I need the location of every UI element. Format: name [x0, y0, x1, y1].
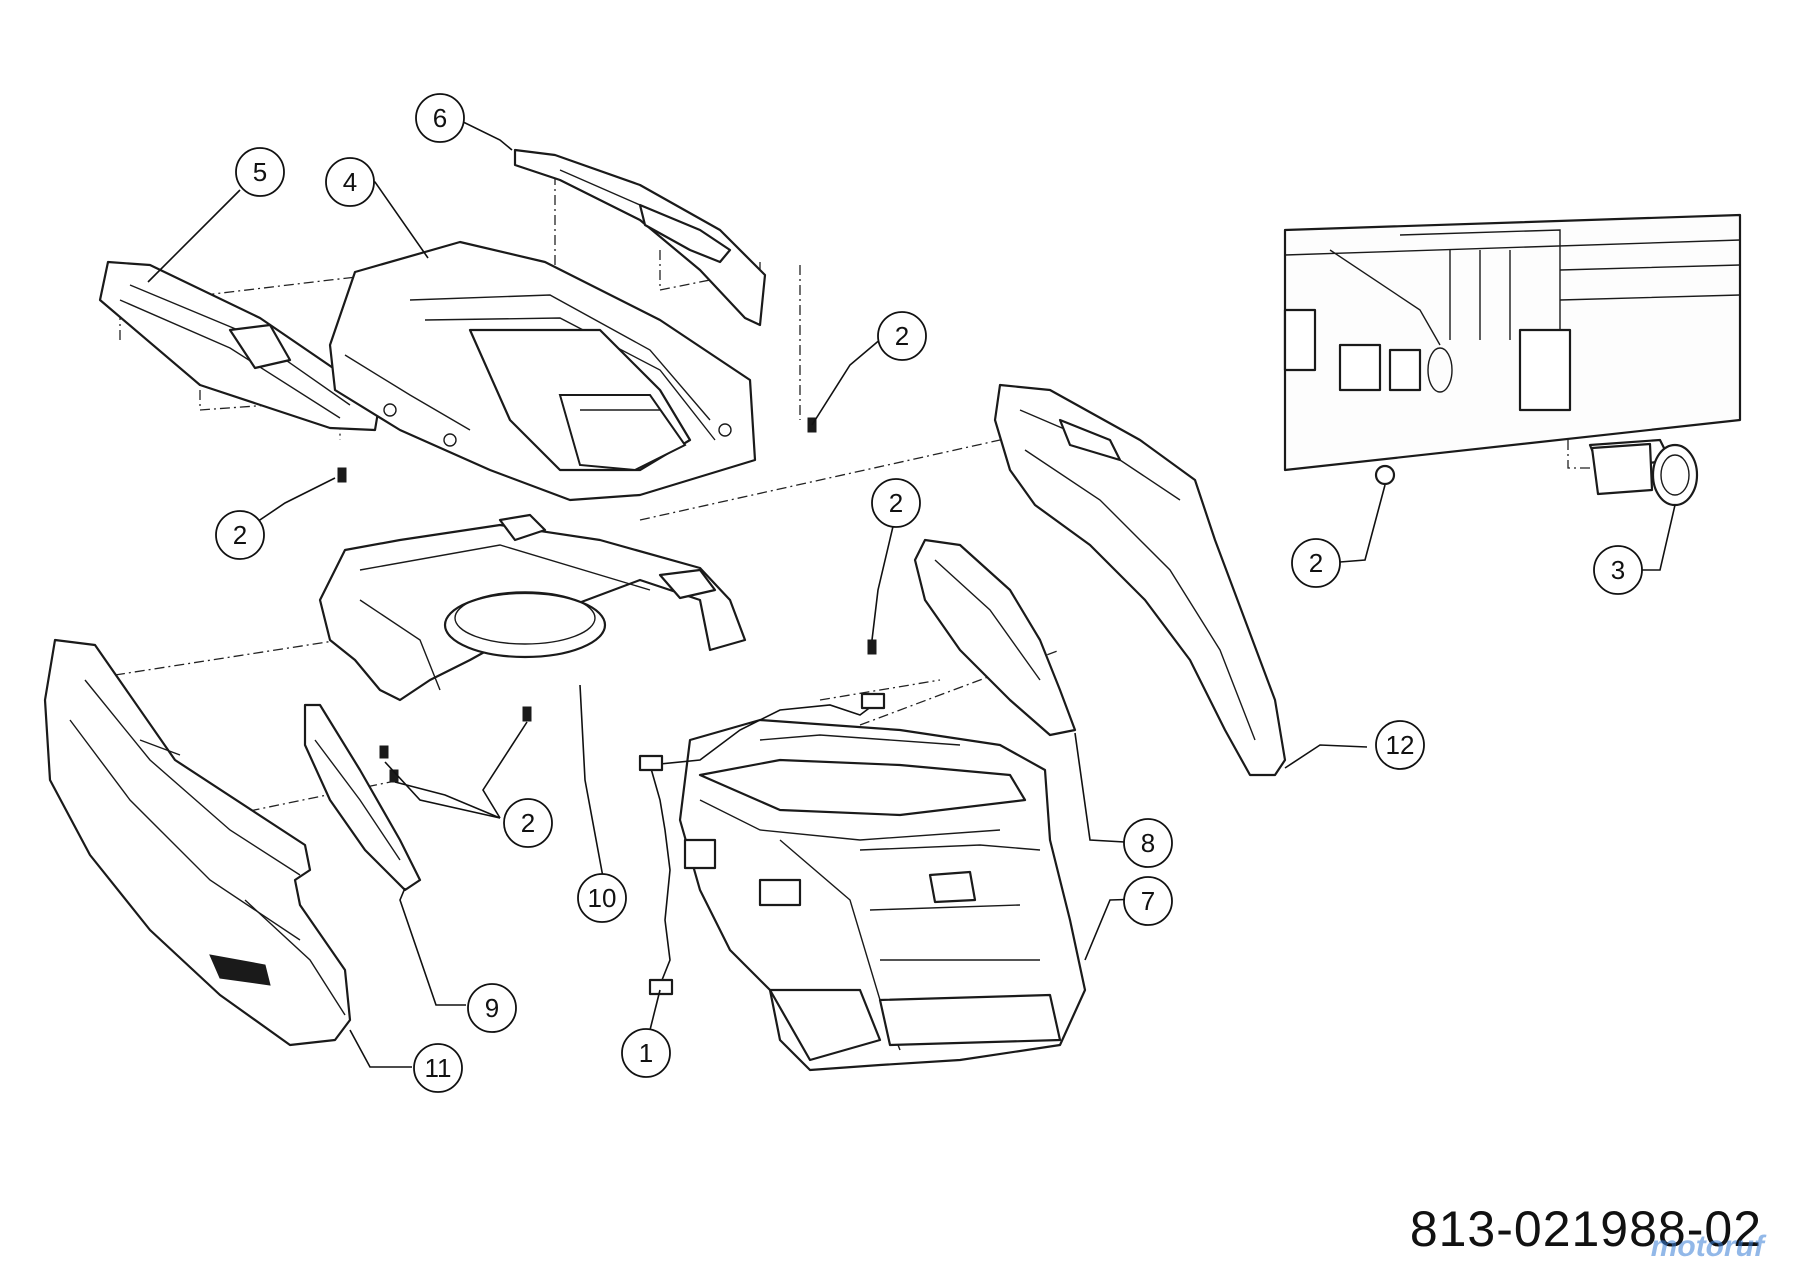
watermark-logo: motoruf	[1650, 1230, 1764, 1263]
callout-12: 12	[1375, 720, 1425, 770]
callout-7: 7	[1123, 876, 1173, 926]
svg-text:1: 1	[639, 1038, 653, 1068]
front-body-part	[678, 718, 1087, 1072]
callout-8: 8	[1123, 818, 1173, 868]
svg-text:3: 3	[1611, 555, 1625, 585]
callout-9: 9	[467, 983, 517, 1033]
callout-2-lower: 2	[503, 798, 553, 848]
svg-text:10: 10	[588, 883, 617, 913]
svg-text:2: 2	[521, 808, 535, 838]
wiring-harness-part	[638, 692, 886, 996]
svg-text:2: 2	[895, 321, 909, 351]
detail-inset	[1283, 213, 1742, 507]
svg-text:2: 2	[1309, 548, 1323, 578]
callout-6: 6	[415, 93, 465, 143]
callout-3: 3	[1593, 545, 1643, 595]
diagram-part-number: 813-021988-02	[1409, 1201, 1762, 1257]
svg-text:2: 2	[889, 488, 903, 518]
callout-2-left: 2	[215, 510, 265, 560]
side-panel-part	[913, 538, 1077, 737]
front-bumper-part	[43, 638, 352, 1047]
upper-hood-part	[328, 240, 757, 502]
svg-text:12: 12	[1386, 730, 1415, 760]
callout-balloons: 5 4 6 2 2 2 2 2 3 12 8 7 10 9 11 1	[215, 93, 1643, 1093]
svg-text:2: 2	[233, 520, 247, 550]
callout-11: 11	[413, 1043, 463, 1093]
svg-text:8: 8	[1141, 828, 1155, 858]
svg-text:4: 4	[343, 167, 357, 197]
callout-2-top-right: 2	[877, 311, 927, 361]
callout-2-inset: 2	[1291, 538, 1341, 588]
svg-text:11: 11	[425, 1053, 452, 1083]
svg-text:9: 9	[485, 993, 499, 1023]
side-bracket-part	[303, 703, 422, 892]
leader-lines	[147, 117, 1676, 1068]
svg-text:6: 6	[433, 103, 447, 133]
callout-4: 4	[325, 157, 375, 207]
left-hood-trim-part	[98, 260, 382, 432]
callout-1: 1	[621, 1028, 671, 1078]
callout-10: 10	[577, 873, 627, 923]
callout-5: 5	[235, 147, 285, 197]
svg-text:5: 5	[253, 157, 267, 187]
svg-text:7: 7	[1141, 886, 1155, 916]
support-frame-part	[318, 513, 747, 702]
right-hood-trim-part	[513, 148, 767, 327]
callout-2-middle: 2	[871, 478, 921, 528]
right-fender-part	[993, 383, 1287, 777]
